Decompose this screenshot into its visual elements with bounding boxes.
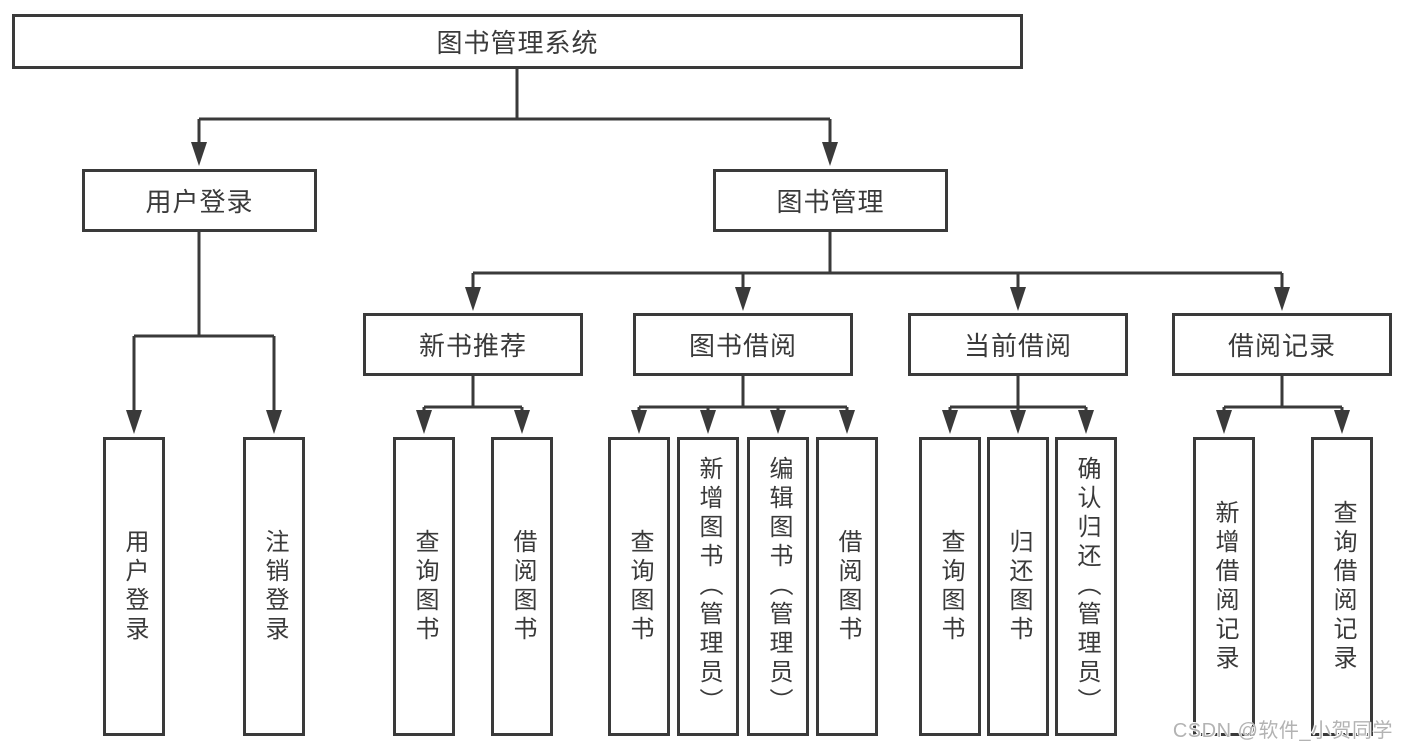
leaf-logout: 注销登录 [243, 437, 305, 736]
arrow-down-icon [631, 410, 647, 434]
node-root-label: 图书管理系统 [436, 28, 599, 58]
node-new-book-recommend: 新书推荐 [363, 313, 583, 376]
connector-user-login-split [126, 232, 282, 434]
arrow-down-icon [700, 410, 716, 434]
arrow-down-icon [1334, 410, 1350, 434]
leaf-borrow-books-recommend-label: 借阅图书 [509, 528, 536, 645]
leaf-borrow-books-recommend: 借阅图书 [491, 437, 553, 736]
node-user-login: 用户登录 [82, 169, 317, 232]
connector-new-book-split [416, 376, 530, 434]
arrow-down-icon [514, 410, 530, 434]
node-borrow-records-label: 借阅记录 [1227, 331, 1336, 361]
arrow-down-icon [1274, 287, 1290, 311]
arrow-down-icon [266, 410, 282, 434]
arrow-down-icon [1010, 410, 1026, 434]
leaf-confirm-return-admin: 确认归还（管理员） [1055, 437, 1117, 736]
arrow-down-icon [839, 410, 855, 434]
leaf-query-borrow-record-label: 查询借阅记录 [1329, 499, 1356, 674]
node-current-borrow-label: 当前借阅 [963, 331, 1072, 361]
leaf-query-books-recommend: 查询图书 [393, 437, 455, 736]
connector-book-borrow-split [631, 376, 855, 434]
arrow-down-icon [1010, 287, 1026, 311]
leaf-edit-books-admin: 编辑图书（管理员） [747, 437, 809, 736]
leaf-logout-label: 注销登录 [261, 528, 288, 645]
node-book-management: 图书管理 [713, 169, 948, 232]
leaf-add-books-admin-label: 新增图书（管理员） [695, 456, 722, 717]
node-borrow-records: 借阅记录 [1172, 313, 1392, 376]
leaf-query-books-recommend-label: 查询图书 [411, 528, 438, 645]
leaf-borrow-books: 借阅图书 [816, 437, 878, 736]
arrow-down-icon [465, 287, 481, 311]
leaf-edit-books-admin-label: 编辑图书（管理员） [765, 456, 792, 717]
arrow-down-icon [942, 410, 958, 434]
arrow-down-icon [822, 142, 838, 166]
arrow-down-icon [126, 410, 142, 434]
leaf-query-books-borrow-label: 查询图书 [626, 528, 653, 645]
leaf-query-books-current: 查询图书 [919, 437, 981, 736]
watermark: CSDN @软件_小贺同学 [1172, 720, 1393, 742]
leaf-query-books-current-label: 查询图书 [937, 528, 964, 645]
arrow-down-icon [770, 410, 786, 434]
leaf-borrow-books-label: 借阅图书 [834, 528, 861, 645]
node-current-borrow: 当前借阅 [908, 313, 1128, 376]
leaf-add-borrow-record: 新增借阅记录 [1193, 437, 1255, 736]
node-book-borrow: 图书借阅 [633, 313, 853, 376]
arrow-down-icon [1078, 410, 1094, 434]
leaf-query-borrow-record: 查询借阅记录 [1311, 437, 1373, 736]
connector-root-split [191, 69, 838, 166]
leaf-query-books-borrow: 查询图书 [608, 437, 670, 736]
arrow-down-icon [191, 142, 207, 166]
leaf-user-login: 用户登录 [103, 437, 165, 736]
connector-book-management-split [465, 232, 1290, 311]
leaf-user-login-label: 用户登录 [121, 528, 148, 645]
node-root: 图书管理系统 [12, 14, 1023, 69]
leaf-return-books-label: 归还图书 [1005, 528, 1032, 645]
leaf-add-books-admin: 新增图书（管理员） [677, 437, 739, 736]
arrow-down-icon [416, 410, 432, 434]
leaf-confirm-return-admin-label: 确认归还（管理员） [1073, 456, 1100, 717]
node-book-management-label: 图书管理 [776, 187, 885, 217]
node-user-login-label: 用户登录 [145, 187, 254, 217]
leaf-return-books: 归还图书 [987, 437, 1049, 736]
arrow-down-icon [1216, 410, 1232, 434]
leaf-add-borrow-record-label: 新增借阅记录 [1211, 499, 1238, 674]
node-new-book-recommend-label: 新书推荐 [418, 331, 527, 361]
arrow-down-icon [735, 287, 751, 311]
node-book-borrow-label: 图书借阅 [688, 331, 797, 361]
connector-current-borrow-split [942, 376, 1094, 434]
connector-borrow-record-split [1216, 376, 1350, 434]
